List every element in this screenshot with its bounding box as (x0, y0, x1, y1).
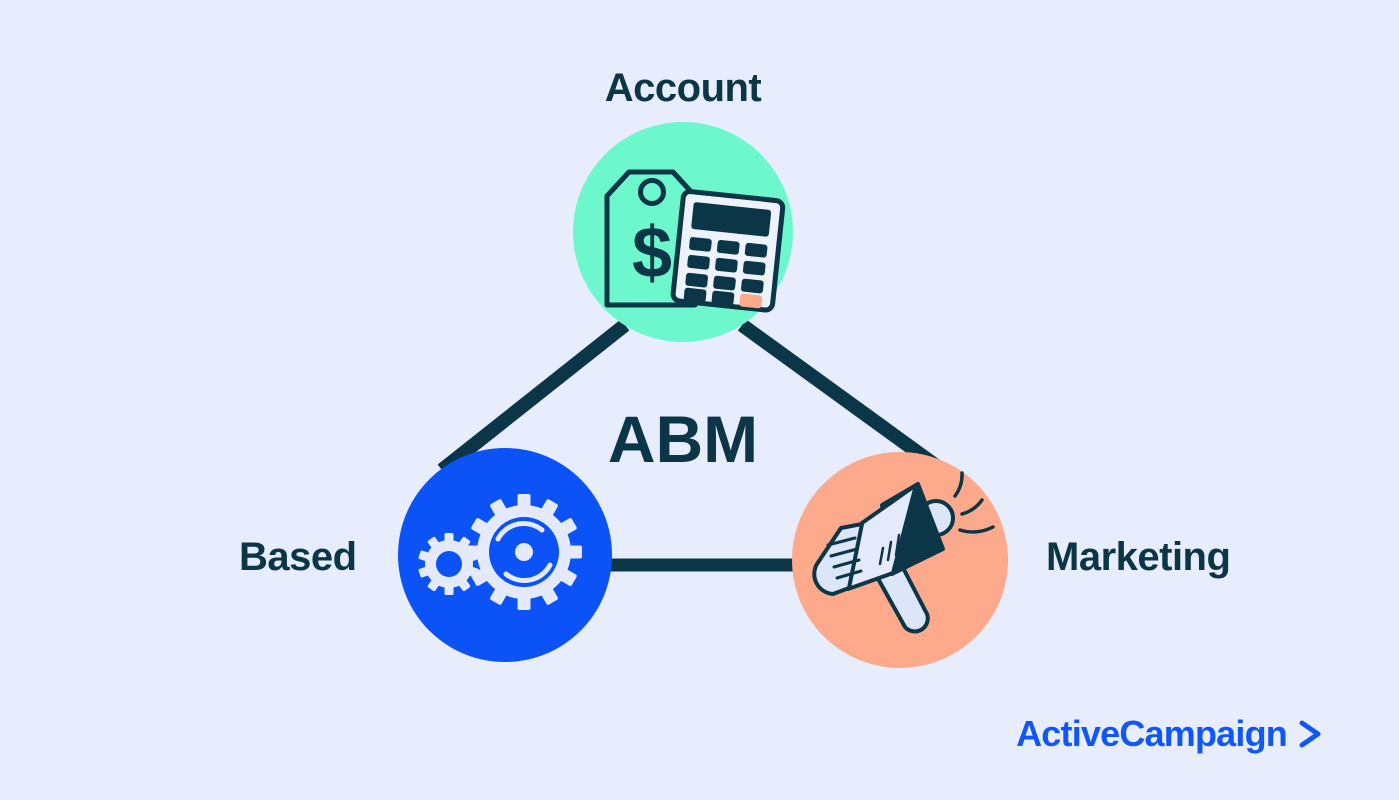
gear-small-icon (418, 533, 480, 595)
calculator-key (687, 254, 710, 270)
chevron-right-icon (1299, 720, 1321, 748)
gear-large-icon (466, 494, 582, 610)
calculator-key (683, 287, 707, 303)
center-acronym-abm: ABM (607, 402, 759, 476)
svg-text:$: $ (632, 213, 672, 293)
connector-account-to-marketing (737, 319, 958, 484)
calculator-key (741, 278, 764, 294)
megaphone-ribs (878, 526, 909, 566)
node-label-marketing: Marketing (1046, 535, 1231, 579)
node-marketing[interactable] (792, 452, 1008, 668)
calculator-key (742, 260, 766, 276)
gears-icon (418, 494, 582, 610)
calculator-key (711, 290, 735, 306)
calculator-key (689, 237, 712, 252)
node-based[interactable] (398, 448, 612, 662)
calculator-key (713, 275, 736, 291)
calculator-display (691, 202, 772, 237)
calculator-key (744, 242, 768, 258)
price-tag-calculator-icon: $ (604, 169, 786, 313)
megaphone-back (812, 522, 864, 596)
dollar-sign-icon: $ (632, 213, 672, 293)
megaphone-grille (826, 536, 863, 580)
connector-account-to-based (437, 319, 630, 476)
calculator-key-accent (739, 293, 763, 309)
calculator-key (716, 239, 740, 255)
calculator-key (715, 257, 738, 273)
megaphone-icon (812, 471, 995, 634)
node-account[interactable]: $ (573, 122, 793, 342)
calculator-key (685, 272, 708, 288)
price-tag-hole (638, 178, 666, 206)
brand-wordmark: ActiveCampaign (1016, 713, 1288, 754)
node-label-account: Account (604, 66, 762, 110)
megaphone-handle (874, 560, 930, 634)
sound-waves-icon (953, 471, 995, 534)
activecampaign-logo: ActiveCampaign (1016, 716, 1327, 752)
connector-group (437, 319, 958, 572)
calculator-icon (670, 189, 786, 313)
node-label-based: Based (239, 535, 357, 579)
